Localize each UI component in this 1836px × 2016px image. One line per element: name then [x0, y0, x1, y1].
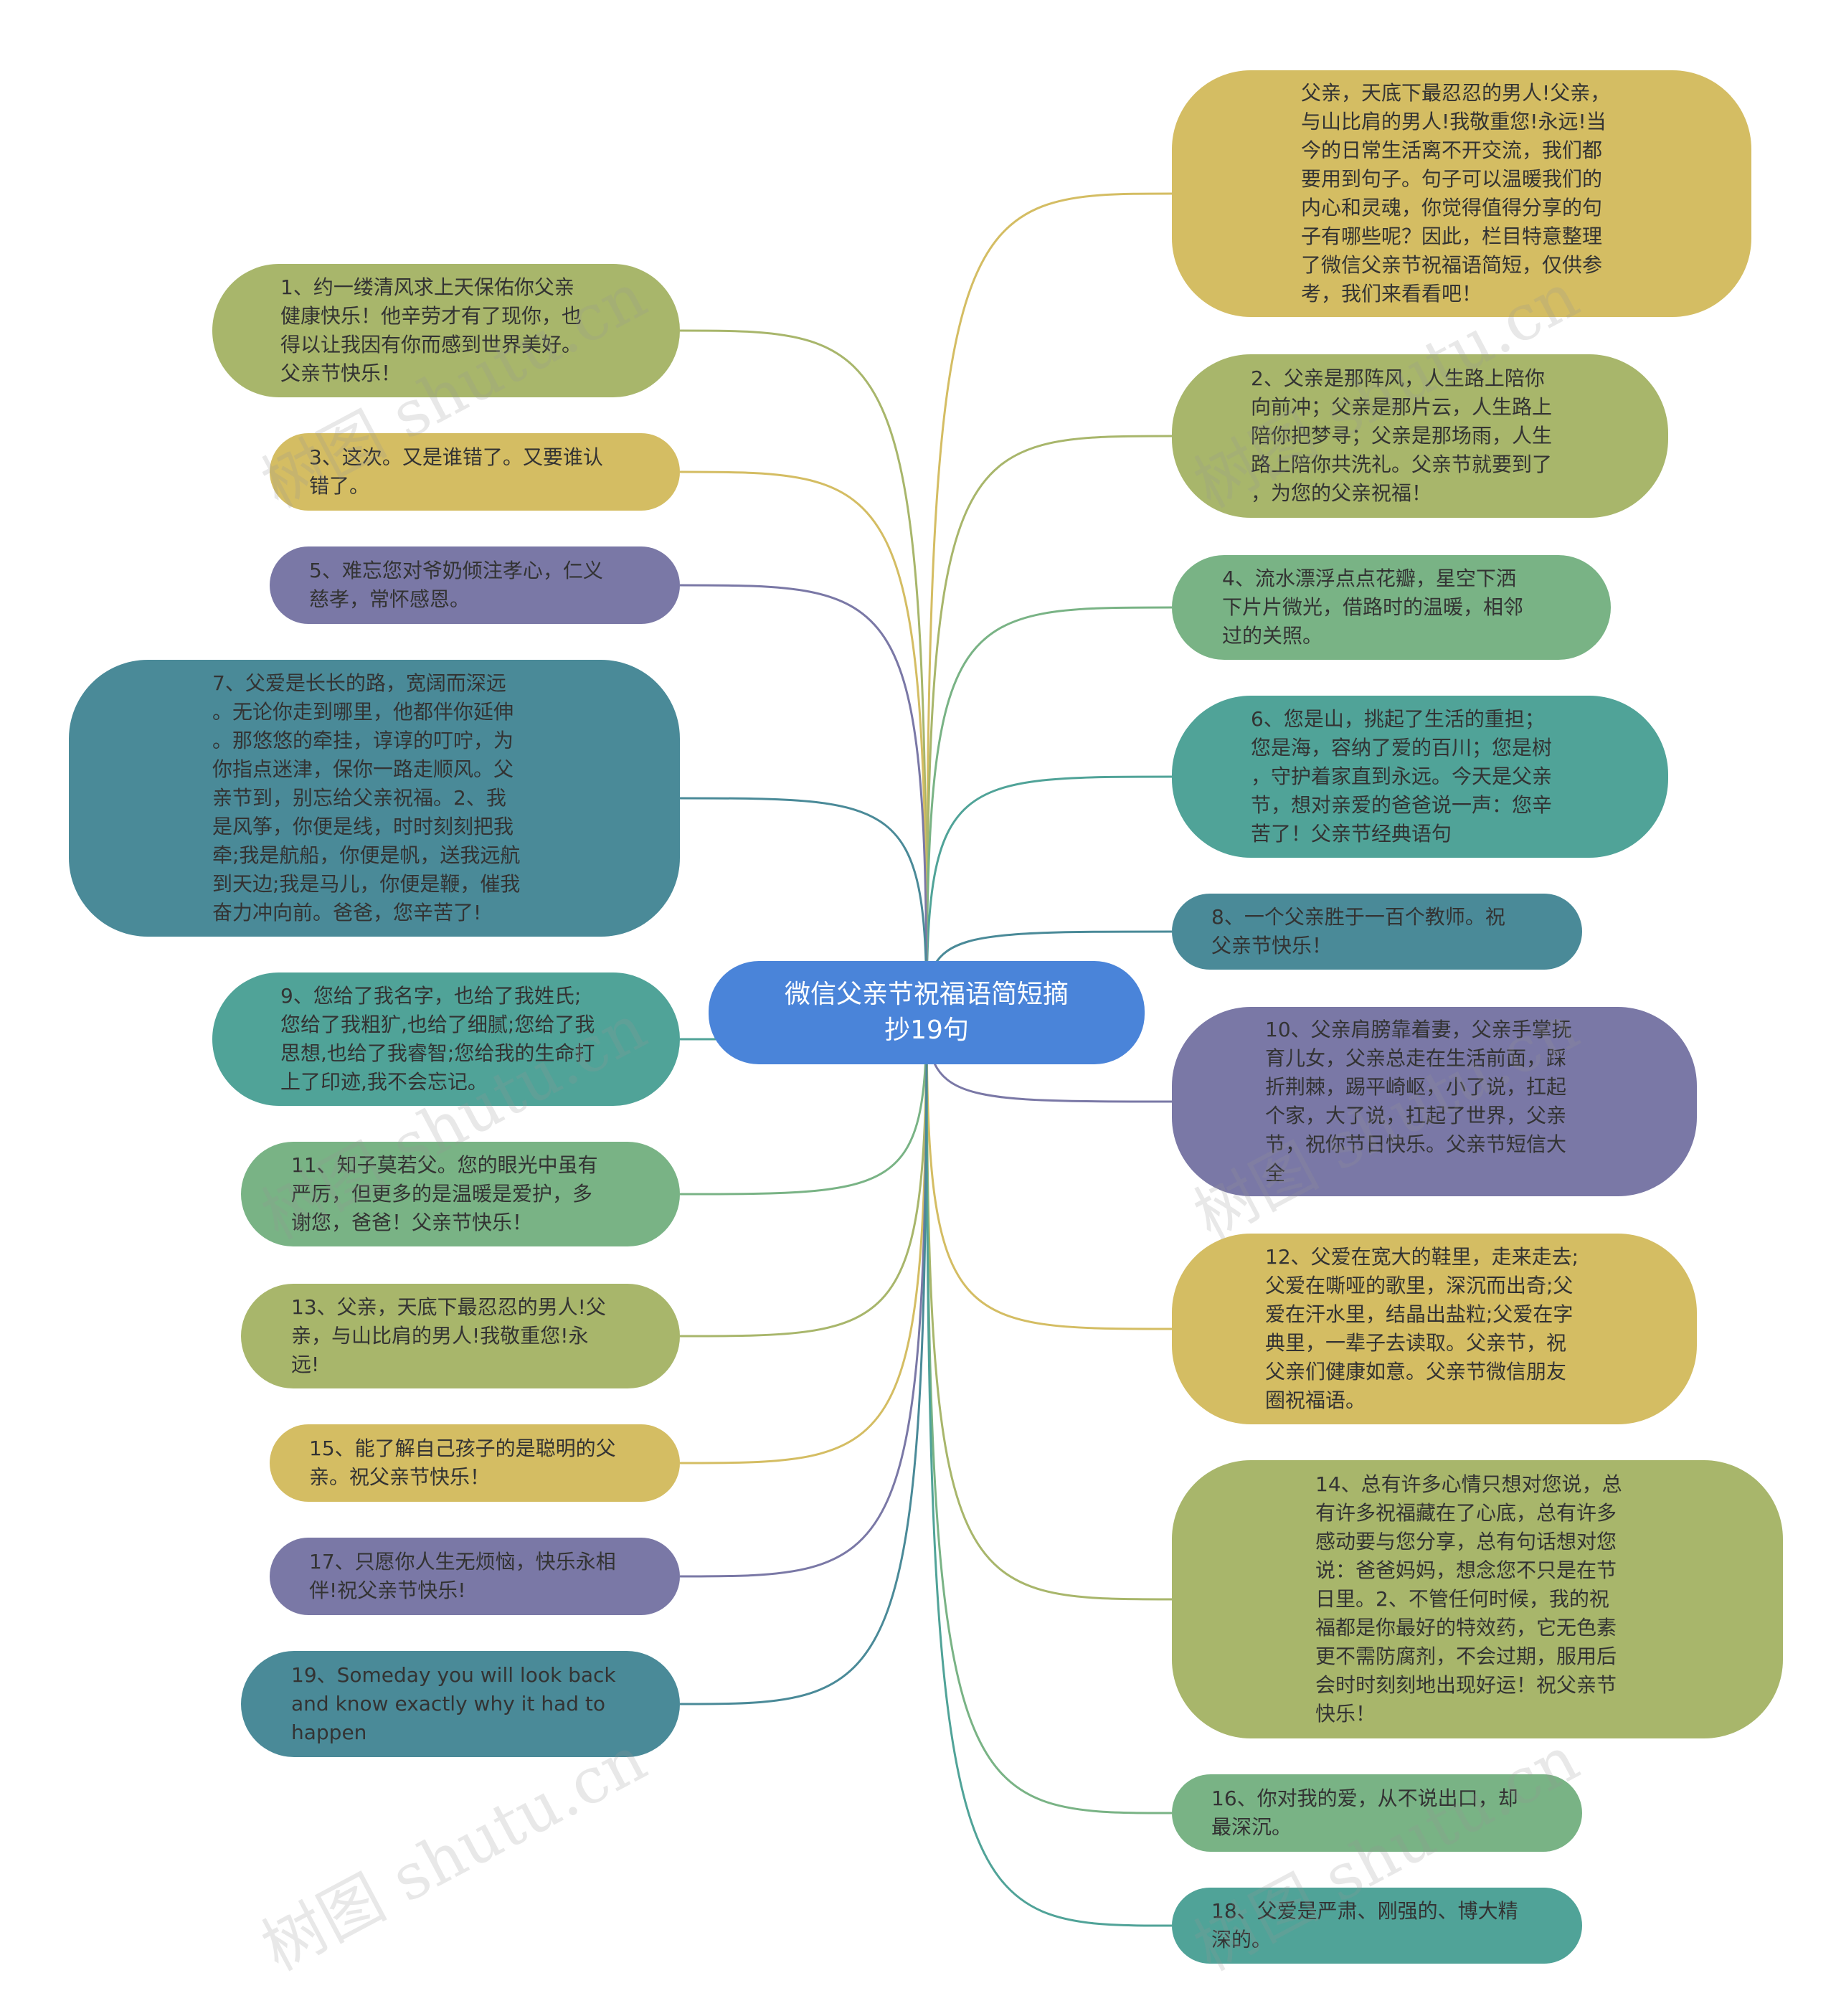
branch-node-intro[interactable]: 父亲，天底下最忍忍的男人!父亲， 与山比肩的男人!我敬重您!永远!当 今的日常生… [1172, 70, 1751, 317]
connector-n5 [679, 584, 928, 1012]
branch-node-19[interactable]: 19、Someday you will look back and know e… [241, 1651, 680, 1757]
connector-n18 [925, 1011, 1173, 1927]
connector-n12 [925, 1011, 1173, 1330]
connector-n15 [679, 1011, 928, 1464]
connector-n6 [925, 775, 1173, 1012]
connector-n16 [925, 1011, 1173, 1814]
connector-n7 [679, 797, 928, 1012]
branch-node-7[interactable]: 7、父爱是长长的路，宽阔而深远 。无论你走到哪里，他都伴你延伸 。那悠悠的牵挂，… [69, 660, 680, 937]
connector-n13 [679, 1011, 928, 1338]
connector-n14 [925, 1011, 1173, 1601]
branch-node-17[interactable]: 17、只愿你人生无烦恼，快乐永相 伴!祝父亲节快乐! [270, 1538, 680, 1615]
branch-node-13[interactable]: 13、父亲，天底下最忍忍的男人!父 亲，与山比肩的男人!我敬重您!永 远! [241, 1284, 680, 1388]
branch-node-16[interactable]: 16、你对我的爱，从不说出口，却 最深沉。 [1172, 1774, 1582, 1852]
branch-node-2[interactable]: 2、父亲是那阵风，人生路上陪你 向前冲；父亲是那片云，人生路上 陪你把梦寻；父亲… [1172, 354, 1668, 518]
branch-node-10[interactable]: 10、父亲肩膀靠着妻，父亲手掌抚 育儿女，父亲总走在生活前面，踩 折荆棘，踢平崎… [1172, 1007, 1697, 1196]
branch-node-3[interactable]: 3、这次。又是谁错了。又要谁认 错了。 [270, 433, 680, 511]
branch-node-15[interactable]: 15、能了解自己孩子的是聪明的父 亲。祝父亲节快乐！ [270, 1424, 680, 1502]
branch-node-4[interactable]: 4、流水漂浮点点花瓣，星空下洒 下片片微光，借路时的温暖，相邻 过的关照。 [1172, 555, 1611, 660]
branch-node-5[interactable]: 5、难忘您对爷奶倾注孝心，仁义 慈孝，常怀感恩。 [270, 546, 680, 624]
connector-n2 [925, 435, 1173, 1012]
connector-intro [925, 192, 1173, 1012]
connector-n3 [679, 470, 928, 1012]
branch-node-1[interactable]: 1、约一缕清风求上天保佑你父亲 健康快乐！他辛劳才有了现你，也 得以让我因有你而… [212, 264, 680, 397]
branch-node-12[interactable]: 12、父爱在宽大的鞋里，走来走去; 父爱在嘶哑的歌里，深沉而出奇;父 爱在汗水里… [1172, 1234, 1697, 1424]
branch-node-14[interactable]: 14、总有许多心情只想对您说，总 有许多祝福藏在了心底，总有许多 感动要与您分享… [1172, 1460, 1783, 1738]
branch-node-11[interactable]: 11、知子莫若父。您的眼光中虽有 严厉，但更多的是温暖是爱护，多 谢您，爸爸！父… [241, 1142, 680, 1246]
connector-n19 [679, 1011, 928, 1705]
root-topic[interactable]: 微信父亲节祝福语简短摘 抄19句 [709, 961, 1145, 1064]
connector-n4 [925, 606, 1173, 1012]
branch-node-6[interactable]: 6、您是山，挑起了生活的重担； 您是海，容纳了爱的百川；您是树 ，守护着家直到永… [1172, 696, 1668, 858]
connector-n1 [679, 329, 928, 1012]
connector-n11 [679, 1011, 928, 1196]
connector-n17 [679, 1011, 928, 1578]
branch-node-18[interactable]: 18、父爱是严肃、刚强的、博大精 深的。 [1172, 1888, 1582, 1964]
branch-node-8[interactable]: 8、一个父亲胜于一百个教师。祝 父亲节快乐！ [1172, 894, 1582, 970]
branch-node-9[interactable]: 9、您给了我名字，也给了我姓氏; 您给了我粗犷,也给了细腻;您给了我 思想,也给… [212, 972, 680, 1106]
